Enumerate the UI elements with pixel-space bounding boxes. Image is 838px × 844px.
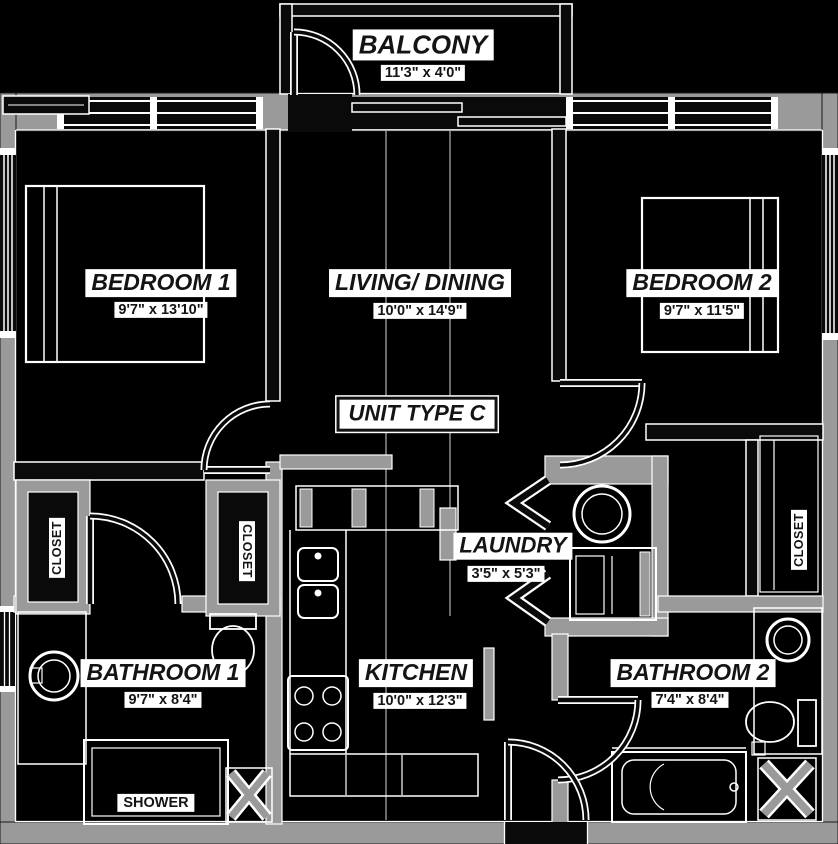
room-label-closet-left: CLOSET bbox=[49, 518, 65, 578]
room-label-balcony: BALCONY bbox=[352, 29, 494, 61]
grid-lines bbox=[385, 131, 451, 820]
doors bbox=[86, 28, 646, 821]
wall-hairlines bbox=[14, 92, 824, 823]
room-dims-balcony: 11'3" x 4'0" bbox=[380, 64, 466, 82]
room-label-closet-mid: CLOSET bbox=[239, 521, 255, 581]
room-dims-bedroom1: 9'7" x 13'10" bbox=[114, 301, 208, 319]
room-label-bathroom2: BATHROOM 2 bbox=[610, 659, 776, 687]
room-label-shower: SHOWER bbox=[117, 793, 195, 813]
room-dims-living-dining: 10'0" x 14'9" bbox=[373, 302, 467, 320]
room-dims-laundry: 3'5" x 5'3" bbox=[467, 565, 545, 583]
room-label-laundry: LAUNDRY bbox=[453, 532, 573, 560]
balcony-walls bbox=[279, 3, 573, 95]
room-dims-bathroom2: 7'4" x 8'4" bbox=[651, 691, 729, 709]
room-dims-bedroom2: 9'7" x 11'5" bbox=[659, 302, 745, 320]
room-label-bathroom1: BATHROOM 1 bbox=[80, 659, 246, 687]
room-label-closet-right: CLOSET bbox=[791, 510, 807, 570]
x-boxes bbox=[225, 757, 817, 823]
room-label-bedroom2: BEDROOM 2 bbox=[626, 269, 778, 297]
core-walls bbox=[13, 454, 824, 825]
room-dims-bathroom1: 9'7" x 8'4" bbox=[124, 691, 202, 709]
room-dims-kitchen: 10'0" x 12'3" bbox=[373, 692, 467, 710]
room-label-kitchen: KITCHEN bbox=[358, 659, 474, 687]
windows bbox=[0, 94, 838, 692]
room-label-living-dining: LIVING/ DINING bbox=[329, 269, 511, 297]
entry-opening bbox=[503, 822, 589, 844]
room-label-bedroom1: BEDROOM 1 bbox=[85, 269, 237, 297]
unit-type-label: UNIT TYPE C bbox=[339, 399, 495, 429]
